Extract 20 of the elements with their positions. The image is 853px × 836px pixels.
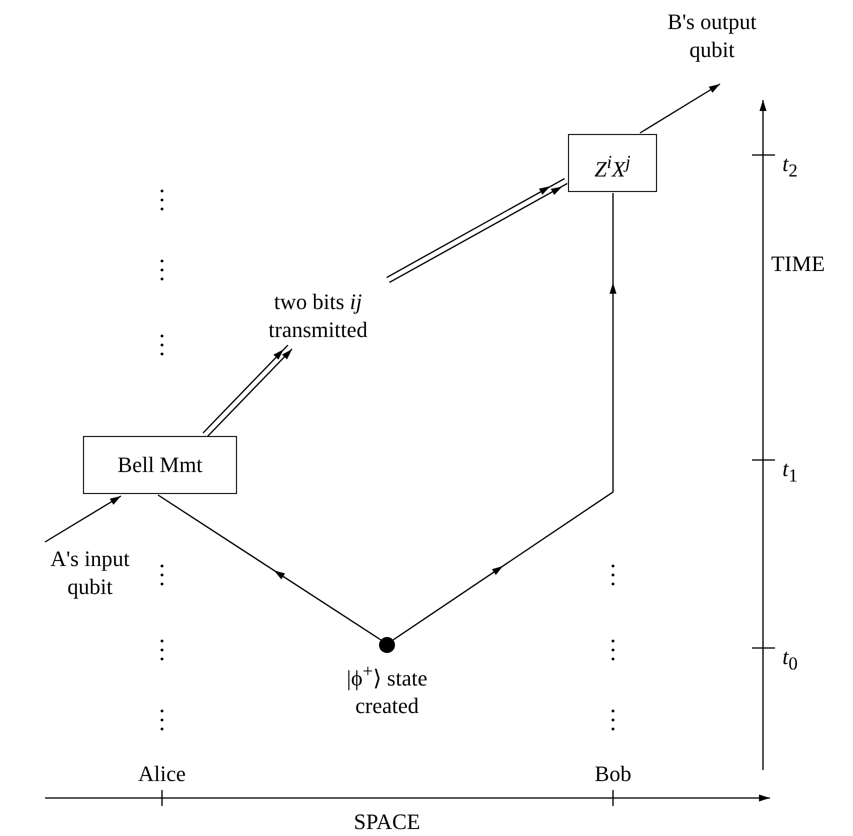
arrow — [640, 83, 720, 134]
arrow — [44, 495, 122, 543]
position-label: Bob — [594, 760, 632, 788]
text-label: A's input qubit — [35, 545, 145, 600]
time-tick-label: t$_{2}$ — [782, 150, 798, 182]
dot — [379, 637, 395, 653]
time-tick-label: t$_{0}$ — [782, 643, 798, 676]
double-arrow — [202, 344, 293, 438]
text-label: two bits ij transmitted — [238, 288, 398, 343]
axis-label: TIME — [771, 250, 825, 278]
axis-label: SPACE — [354, 808, 420, 836]
process-box: Z$^{i}$X$^{j}$ — [568, 134, 657, 192]
double-arrow — [386, 178, 568, 284]
arrow — [158, 494, 382, 641]
arrow — [392, 193, 616, 641]
position-label: Alice — [138, 760, 186, 788]
time-tick-label: t$_{1}$ — [782, 455, 798, 488]
node-label: |ϕ$^{+}$⟩ state created — [346, 660, 428, 720]
text-label: B's output qubit — [652, 8, 772, 63]
process-box: Bell Mmt — [83, 436, 237, 494]
